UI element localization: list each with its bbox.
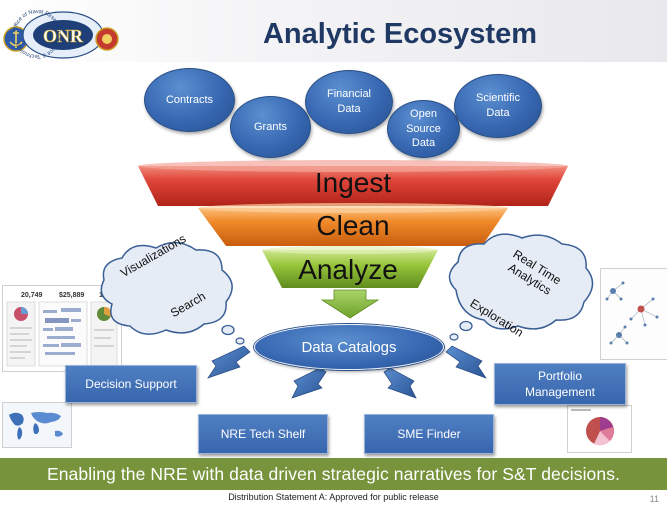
pie-chart-thumbnail	[567, 405, 632, 453]
dashboard-number: 20,749	[21, 292, 43, 299]
decision-support-label: Decision Support	[85, 376, 177, 391]
portfolio-management-box: Portfolio Management	[494, 363, 626, 405]
arrow-to-portfolio-management	[445, 345, 487, 379]
source-grants: Grants	[230, 96, 311, 158]
source-scientific-data: Scientific Data	[454, 74, 542, 138]
source-label: Grants	[253, 120, 287, 133]
page-title: Analytic Ecosystem	[262, 18, 537, 50]
source-label: Financial Data	[326, 88, 372, 115]
stage-ingest: Ingest	[314, 167, 392, 198]
banner-text: Enabling the NRE with data driven strate…	[46, 463, 621, 484]
source-financial-data: Financial Data	[305, 70, 393, 134]
source-open-source-data: Open Source Data	[387, 100, 460, 158]
map-thumbnail	[2, 402, 72, 448]
cloud-right-label: Real Time Analytics	[505, 246, 564, 298]
network-thumbnail	[600, 268, 667, 360]
logo-mark: ONR	[43, 26, 84, 46]
page-number: 11	[649, 494, 659, 504]
cloud-left	[100, 241, 245, 345]
source-label: Scientific Data	[475, 92, 521, 119]
onr-logo: ONR Office of Naval Research · Science &…	[3, 9, 119, 59]
source-label: Open Source Data	[406, 107, 441, 150]
nre-tech-shelf-label: NRE Tech Shelf	[220, 426, 306, 441]
nre-tech-shelf-box: NRE Tech Shelf	[198, 414, 328, 454]
distribution-statement: Distribution Statement A: Approved for p…	[228, 492, 439, 502]
cloud-right-label: Exploration	[467, 296, 526, 340]
cloud-left-label: Search	[168, 288, 208, 321]
dashboard-thumbnail: 20,749 $25,889 19,258	[2, 285, 122, 372]
data-catalogs-node: Data Catalogs	[254, 324, 444, 370]
stage-clean: Clean	[316, 210, 390, 241]
down-arrow	[320, 289, 380, 319]
sme-finder-label: SME Finder	[397, 426, 461, 441]
arrow-to-decision-support	[207, 345, 251, 379]
arrow-to-nre-tech-shelf	[291, 367, 327, 399]
arrow-to-sme-finder	[383, 367, 417, 399]
dashboard-number: $25,889	[59, 292, 85, 299]
decision-support-box: Decision Support	[65, 365, 197, 403]
sme-finder-box: SME Finder	[364, 414, 494, 454]
source-label: Contracts	[165, 93, 214, 106]
stage-analyze: Analyze	[298, 254, 398, 285]
bottom-banner: Enabling the NRE with data driven strate…	[0, 458, 667, 490]
source-contracts: Contracts	[144, 68, 235, 132]
cloud-left-label: Visualizations	[118, 231, 189, 281]
data-catalogs-label: Data Catalogs	[301, 338, 397, 356]
portfolio-management-label: Portfolio Management	[524, 368, 596, 399]
